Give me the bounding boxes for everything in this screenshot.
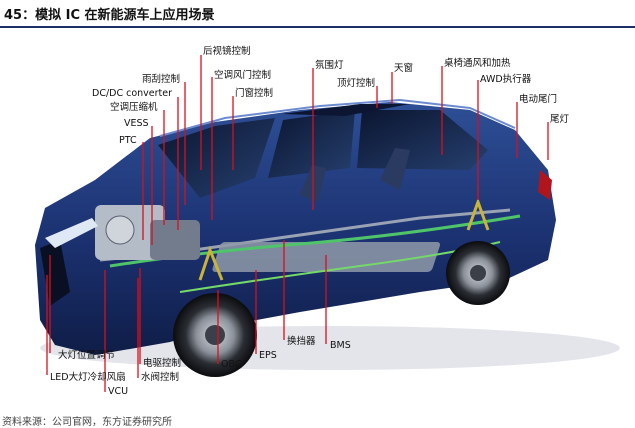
label-water-valve: 水阀控制	[141, 371, 179, 383]
label-ac-vent: 空调风门控制	[214, 69, 271, 81]
label-dcdc: DC/DC converter	[92, 88, 172, 99]
label-headlight: 大灯位置调节	[58, 349, 115, 361]
label-obc: OBC	[221, 359, 242, 370]
label-tail-light: 尾灯	[550, 114, 570, 125]
figure-title: 45：模拟 IC 在新能源车上应用场景	[4, 4, 215, 23]
label-tailgate: 电动尾门	[519, 93, 557, 105]
label-bms: BMS	[330, 340, 351, 351]
label-eps: EPS	[259, 350, 277, 361]
compressor	[106, 216, 134, 244]
label-ac-compressor: 空调压缩机	[110, 101, 158, 113]
label-awd: AWD执行器	[480, 73, 532, 85]
label-ptc: PTC	[119, 135, 137, 146]
label-vcu: VCU	[108, 386, 128, 397]
title-divider	[0, 26, 635, 28]
label-rear-mirror: 后视镜控制	[203, 45, 251, 57]
label-top-light: 顶灯控制	[337, 77, 375, 89]
source-note: 资料来源：公司官网，东方证券研究所	[2, 413, 172, 428]
label-ambient: 氛围灯	[315, 59, 344, 71]
label-shifter: 换挡器	[287, 335, 316, 347]
car-diagram: 后视镜控制 雨刮控制 空调风门控制 DC/DC converter 门窗控制 空…	[0, 30, 635, 412]
label-wiper: 雨刮控制	[142, 73, 180, 85]
front-module	[150, 220, 200, 260]
front-wheel-hub	[205, 325, 225, 345]
label-vess: VESS	[124, 118, 149, 129]
label-motor-drive: 电驱控制	[143, 357, 181, 369]
label-seat: 桌椅通风和加热	[444, 57, 511, 69]
rear-wheel-hub	[470, 265, 486, 281]
label-led-fan: LED大灯冷却风扇	[50, 371, 126, 383]
label-sunroof: 天窗	[394, 62, 413, 74]
label-door-window: 门窗控制	[235, 87, 273, 99]
